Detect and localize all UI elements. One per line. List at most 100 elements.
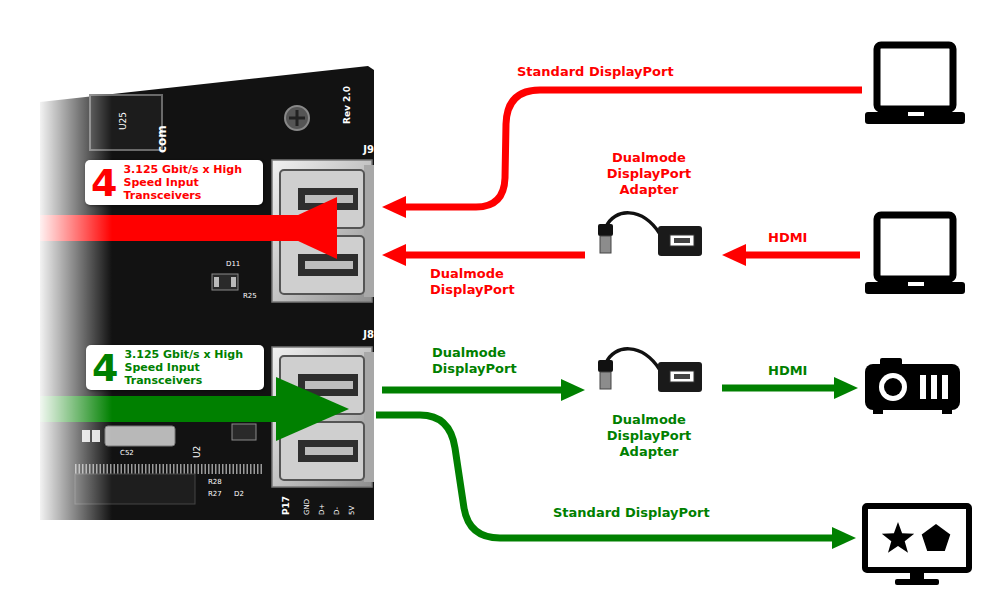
red-hdmi-arrow: [722, 244, 746, 266]
laptop-icon: [865, 112, 965, 124]
green-hdmi-arrow: [722, 385, 836, 392]
input-band-arrow: [270, 197, 337, 259]
adapter-picture: [600, 236, 611, 253]
adapter-picture: [598, 213, 702, 256]
projector-icon: [942, 375, 948, 399]
adapter-picture: [658, 362, 702, 392]
board-fade: [36, 60, 112, 530]
displayport-connector-j8: [305, 447, 353, 455]
arrow-head: [382, 244, 406, 266]
adapter-picture: [598, 224, 613, 236]
part-designator: R27: [208, 490, 222, 498]
header-name: P17: [281, 496, 291, 515]
red-standard-displayport-arrow: [404, 90, 862, 207]
transceiver-callout: 43.125 Gbit/s x High Speed Input Transce…: [86, 345, 264, 390]
displayport-connector-j9: [364, 165, 374, 297]
red-standard-displayport-arrow: [382, 196, 406, 218]
green-standard-displayport-arrow: [376, 415, 834, 538]
connector-arrow: [382, 244, 585, 266]
laptop-icon: [865, 45, 965, 124]
connector-line: [382, 387, 563, 394]
green-hdmi-arrow: [722, 377, 858, 399]
displayport-connector-j9: [305, 261, 353, 269]
displayport-connector-j8: [272, 347, 372, 487]
displayport-connector-j8: [305, 381, 353, 389]
pin-name: D+: [318, 504, 326, 515]
node-text: 3.125 Gbit/s x High Speed Input Transcei…: [124, 348, 256, 387]
displayport-connector-j9: [298, 254, 358, 276]
lane-count: 4: [92, 349, 118, 387]
projector-icon: [920, 375, 926, 399]
connector-line: [404, 252, 585, 259]
part-designator: R28: [208, 478, 222, 486]
pcb-board: [214, 277, 219, 287]
pcb-board: [105, 426, 175, 446]
lane-count: 4: [91, 164, 117, 202]
adapter-picture: [658, 226, 702, 256]
pcb-board: [212, 274, 238, 290]
adapter-picture: [674, 238, 690, 243]
projector-icon: [879, 373, 907, 401]
node-text: Dualmode DisplayPort Adapter: [585, 150, 713, 198]
cable-label: Standard DisplayPort: [517, 65, 674, 80]
connector-label: Dualmode DisplayPort: [430, 266, 540, 298]
connector-name: J8: [363, 329, 374, 341]
monitor-icon: [895, 579, 939, 585]
pin-name: 5V: [348, 506, 356, 515]
pin-name: GND: [303, 499, 311, 515]
monitor-icon: [882, 522, 914, 553]
node-text: 3.125 Gbit/s x High Speed Input Transcei…: [123, 163, 255, 202]
red-standard-displayport-arrow: [382, 90, 862, 218]
part-designator: U2: [192, 446, 202, 458]
laptop-icon: [877, 45, 953, 109]
monitor-icon: [922, 524, 951, 551]
node-text: Dualmode DisplayPort Adapter: [585, 412, 713, 460]
adapter-picture: [598, 360, 613, 372]
part-designator: D2: [234, 490, 244, 498]
adapter-node: Dualmode DisplayPort Adapter: [585, 340, 713, 460]
part-designator: C52: [120, 449, 134, 457]
laptop-icon: [865, 282, 965, 294]
connector-j9: J9: [268, 143, 382, 308]
connector-j8: J8: [268, 328, 382, 490]
projector-icon: [884, 378, 902, 396]
connector-label: Dualmode DisplayPort: [432, 345, 542, 377]
displayport-connector-j8: [298, 440, 358, 462]
red-hdmi-arrow: [722, 244, 860, 266]
pcb-board: [231, 277, 236, 287]
green-standard-displayport-arrow: [832, 527, 856, 549]
pcb-board: [232, 424, 256, 440]
board-url: com: [156, 125, 170, 153]
pcb-board: [285, 106, 309, 130]
output-band-arrow: [276, 377, 349, 441]
red-hdmi-arrow: [744, 252, 860, 259]
projector-icon: [865, 358, 960, 414]
connector-arrow: [382, 379, 585, 401]
board-revision: Rev 2.0: [342, 86, 352, 124]
adapter-picture: [606, 349, 660, 370]
adapter-picture: [670, 371, 694, 382]
pin-name: D-: [333, 507, 341, 515]
cable-label: Standard DisplayPort: [553, 506, 710, 521]
transceiver-callout: 43.125 Gbit/s x High Speed Input Transce…: [85, 160, 263, 205]
part-designator: D11: [226, 260, 240, 268]
monitor-icon: [865, 506, 969, 585]
adapter-node: Dualmode DisplayPort Adapter: [585, 150, 713, 265]
projector-icon: [873, 408, 883, 414]
laptop-icon: [877, 215, 953, 279]
adapter-picture: [600, 372, 611, 389]
laptop-icon: [908, 282, 924, 286]
pcb-board: [289, 110, 305, 126]
laptop-icon: [865, 215, 965, 294]
adapter-picture: [598, 349, 702, 392]
adapter-picture: [606, 213, 660, 234]
adapter-picture: [674, 374, 690, 379]
projector-icon: [931, 375, 937, 399]
projector-icon: [942, 408, 952, 414]
cable-label: HDMI: [768, 364, 807, 379]
displayport-connector-j8: [364, 352, 374, 482]
displayport-connector-j8: [272, 347, 374, 487]
